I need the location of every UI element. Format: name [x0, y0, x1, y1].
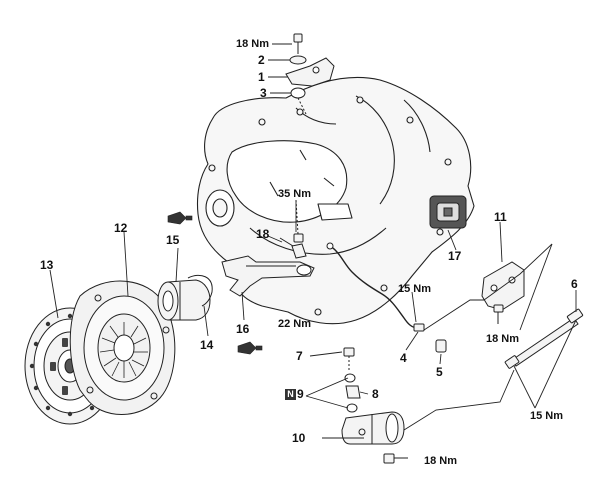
- callout-11: 11: [494, 210, 507, 224]
- callout-14: 14: [200, 338, 214, 352]
- torque-label-bracket: 18 Nm: [486, 333, 520, 345]
- callout-3: 3: [260, 86, 267, 100]
- callout-12: 12: [114, 221, 128, 235]
- washer-2: [289, 55, 307, 65]
- callout-15: 15: [166, 233, 180, 247]
- clutch-hose: [504, 308, 584, 369]
- callout-18-pivot: 18: [256, 227, 270, 241]
- hose-bracket: [481, 261, 525, 324]
- pivot-bolt: [279, 237, 307, 259]
- retaining-clip: [187, 274, 213, 307]
- grease-symbol-top: [167, 211, 193, 225]
- torque-label-35nm: 35 Nm: [278, 188, 312, 200]
- hydraulic-line: [326, 242, 425, 332]
- torque-label-top-bolt: 18 Nm: [236, 38, 270, 50]
- callout-6: 6: [571, 277, 578, 291]
- mount-bracket-group: [285, 33, 335, 115]
- bleed-nipple: [435, 339, 447, 353]
- callout-16: 16: [236, 322, 250, 336]
- callout-7: 7: [296, 349, 303, 363]
- rubber-boot: [429, 195, 467, 229]
- torque-label-hose: 15 Nm: [530, 410, 564, 422]
- release-bearing: [157, 279, 211, 321]
- n-badge: N: [285, 389, 296, 400]
- callout-8: 8: [372, 387, 379, 401]
- bolt-7: [343, 347, 355, 370]
- torque-label-bottom-bolt: 18 Nm: [424, 455, 458, 467]
- callout-2: 2: [258, 53, 265, 67]
- release-fork: [221, 255, 315, 297]
- callout-5: 5: [436, 365, 443, 379]
- torque-label-line: 15 Nm: [398, 283, 432, 295]
- sealing-washers: [344, 373, 361, 413]
- pressure-plate: [69, 280, 176, 415]
- callout-10: 10: [292, 431, 306, 445]
- callout-9: 9: [297, 387, 304, 401]
- torque-label-22nm: 22 Nm: [278, 318, 312, 330]
- slave-cylinder: [341, 411, 405, 445]
- grease-symbol-bottom: [237, 341, 263, 355]
- callout-13: 13: [40, 258, 54, 272]
- leader-lines: [49, 43, 577, 439]
- callout-4: 4: [400, 351, 407, 365]
- bracket-1: [285, 57, 335, 87]
- bolt-bottom: [383, 453, 408, 464]
- washer-3: [290, 87, 306, 99]
- callout-1: 1: [258, 70, 265, 84]
- callout-17: 17: [448, 249, 462, 263]
